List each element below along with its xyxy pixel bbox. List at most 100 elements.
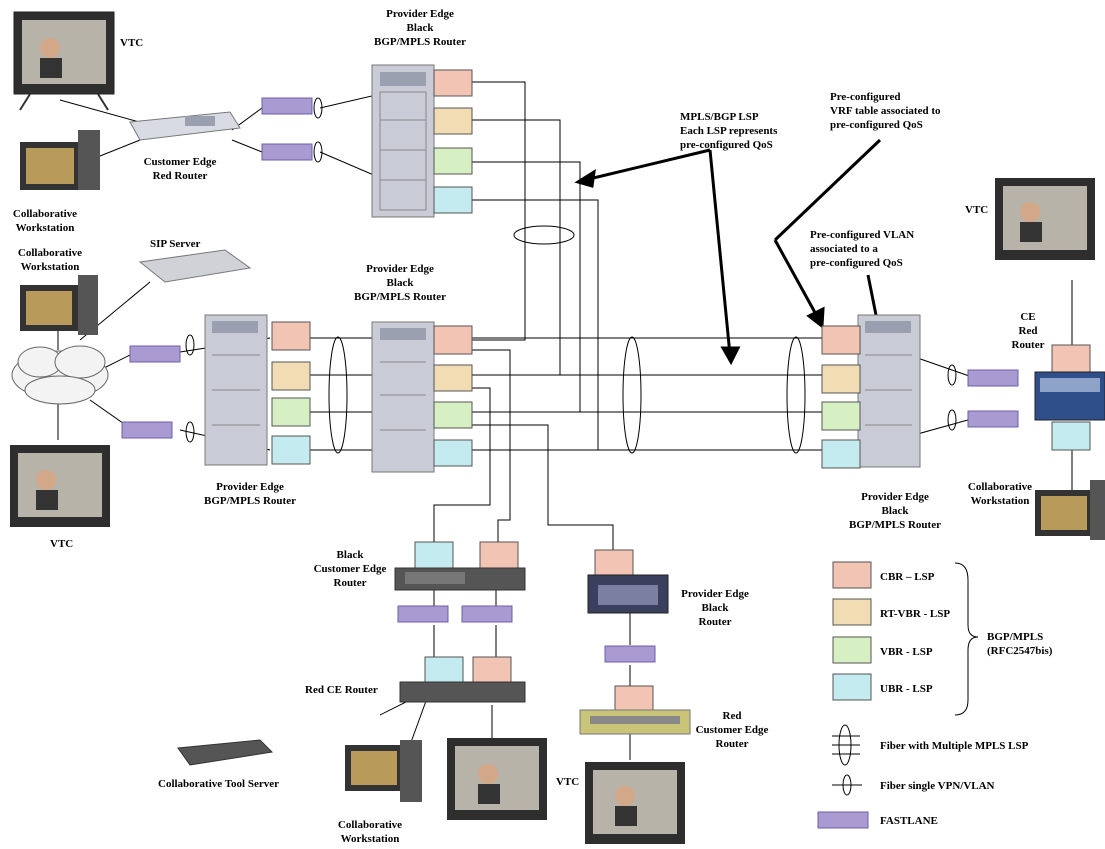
pe-black-router-bottom-label-2: Black xyxy=(702,602,730,614)
cbr-box xyxy=(1051,344,1091,374)
collab-tool-server[interactable] xyxy=(177,739,274,766)
network-cloud xyxy=(11,345,109,405)
rtvbr-box xyxy=(821,364,861,394)
pe-black-right-label-1: Provider Edge xyxy=(861,491,929,503)
fastlane-device xyxy=(967,369,1019,387)
cbr-box xyxy=(271,321,311,351)
pe-left-label-1: Provider Edge xyxy=(216,481,284,493)
legend-rtvbr-label: RT-VBR - LSP xyxy=(880,608,950,620)
vtc-bottom-label: VTC xyxy=(556,776,579,788)
legend-group-line2: (RFC2547bis) xyxy=(987,645,1053,657)
ubr-box xyxy=(1051,421,1091,451)
legend-fiber-single-symbol xyxy=(832,774,862,796)
vrf-note-1: Pre-configured xyxy=(830,91,900,103)
vlan-note-3: pre-configured QoS xyxy=(810,257,903,269)
vbr-box xyxy=(271,397,311,427)
fastlane-device xyxy=(967,410,1019,428)
cbr-box xyxy=(433,325,473,355)
fiber-single-ellipse xyxy=(313,141,323,163)
fastlane-device xyxy=(461,605,513,623)
fastlane-device xyxy=(129,345,181,363)
pe-router-left-chassis[interactable] xyxy=(204,314,268,466)
pe-black-right-label-3: BGP/MPLS Router xyxy=(849,519,941,531)
black-ce-router-label-3: Router xyxy=(334,577,367,589)
ce-red-router-top-label-2: Red Router xyxy=(153,170,208,182)
vrf-note-3: pre-configured QoS xyxy=(830,119,923,131)
vtc-right-label: VTC xyxy=(965,204,988,216)
red-customer-edge-router-label-2: Customer Edge xyxy=(696,724,769,736)
vbr-box xyxy=(433,147,473,175)
vbr-box xyxy=(821,401,861,431)
fastlane-legend-device xyxy=(817,811,869,829)
vlan-note-1: Pre-configured VLAN xyxy=(810,229,914,241)
collab-ws-right[interactable] xyxy=(1035,480,1105,540)
pe-black-mid-label-3: BGP/MPLS Router xyxy=(354,291,446,303)
pe-black-router-bottom-label-3: Router xyxy=(699,616,732,628)
rtvbr-box xyxy=(433,364,473,392)
red-customer-edge-router-label-3: Router xyxy=(716,738,749,750)
fiber-bundle-ellipse xyxy=(328,336,348,454)
mpls-note-3: pre-configured QoS xyxy=(680,139,773,151)
collab-ws-mid-left[interactable] xyxy=(20,275,98,335)
pe-black-mid-label-2: Black xyxy=(387,277,415,289)
vtc-left-label: VTC xyxy=(50,538,73,550)
cbr-box xyxy=(821,325,861,355)
sip-server[interactable] xyxy=(138,249,252,283)
fastlane-device xyxy=(121,421,173,439)
pe-black-mid-label-1: Provider Edge xyxy=(366,263,434,275)
fastlane-device xyxy=(397,605,449,623)
pe-black-right-label-2: Black xyxy=(882,505,910,517)
vtc-right[interactable] xyxy=(995,178,1095,260)
collab-ws-top-left[interactable] xyxy=(20,130,100,190)
collab-ws-1-label-2: Workstation xyxy=(16,222,75,234)
mpls-note-1: MPLS/BGP LSP xyxy=(680,111,759,123)
fiber-single-ellipse xyxy=(313,97,323,119)
ce-red-right-label-1: CE xyxy=(1020,311,1035,323)
vtc-bottom-right[interactable] xyxy=(585,762,685,844)
ubr-box xyxy=(424,656,464,686)
vtc-top-left[interactable] xyxy=(13,11,115,111)
red-customer-edge-router-label-1: Red xyxy=(723,710,742,722)
pe-black-top-label-2: Black xyxy=(407,22,435,34)
legend-ubr-swatch xyxy=(832,673,872,701)
rtvbr-box xyxy=(433,107,473,135)
black-ce-router[interactable] xyxy=(394,567,526,591)
collab-ws-right-label-2: Workstation xyxy=(971,495,1030,507)
cbr-box xyxy=(472,656,512,686)
legend-cbr-label: CBR – LSP xyxy=(880,571,935,583)
legend-brace xyxy=(954,562,979,716)
collab-ws-bottom[interactable] xyxy=(345,740,422,802)
black-ce-router-label-1: Black xyxy=(337,549,365,561)
mpls-note-2: Each LSP represents xyxy=(680,125,778,137)
ubr-box xyxy=(821,439,861,469)
red-ce-router[interactable] xyxy=(399,681,526,703)
red-customer-edge-router[interactable] xyxy=(579,709,691,735)
labels: Provider Edge Black BGP/MPLS Router VTC … xyxy=(13,8,1045,845)
vtc-bottom-middle[interactable] xyxy=(447,738,547,820)
fastlane-device xyxy=(604,645,656,663)
pe-router-top-chassis[interactable] xyxy=(371,64,435,218)
ce-red-router-top[interactable] xyxy=(129,111,241,141)
collab-ws-2-label-2: Workstation xyxy=(21,261,80,273)
black-ce-router-label-2: Customer Edge xyxy=(314,563,387,575)
fiber-bundle-ellipse xyxy=(622,336,642,454)
ce-red-router-right[interactable] xyxy=(1034,371,1105,421)
legend-fiber-multi-symbol xyxy=(832,724,860,766)
vtc-left[interactable] xyxy=(10,445,110,527)
collab-ws-1-label-1: Collaborative xyxy=(13,208,77,220)
rtvbr-box xyxy=(271,361,311,391)
pe-router-right-chassis[interactable] xyxy=(857,314,921,468)
ce-red-router-top-label-1: Customer Edge xyxy=(144,156,217,168)
lsp-boxes xyxy=(271,69,1091,715)
ce-red-right-label-3: Router xyxy=(1012,339,1045,351)
legend-fastlane-label: FASTLANE xyxy=(880,815,938,827)
legend-vbr-swatch xyxy=(832,636,872,664)
ubr-box xyxy=(433,439,473,467)
pe-router-mid-chassis[interactable] xyxy=(371,321,435,473)
fiber-bundle-ellipse xyxy=(513,225,575,245)
fiber-single-ellipse xyxy=(947,364,957,386)
red-ce-router-label: Red CE Router xyxy=(305,684,378,696)
legend-vbr-label: VBR - LSP xyxy=(880,646,933,658)
pe-black-router-bottom[interactable] xyxy=(587,574,669,614)
legend: CBR – LSP RT-VBR - LSP VBR - LSP UBR - L… xyxy=(832,561,1053,827)
